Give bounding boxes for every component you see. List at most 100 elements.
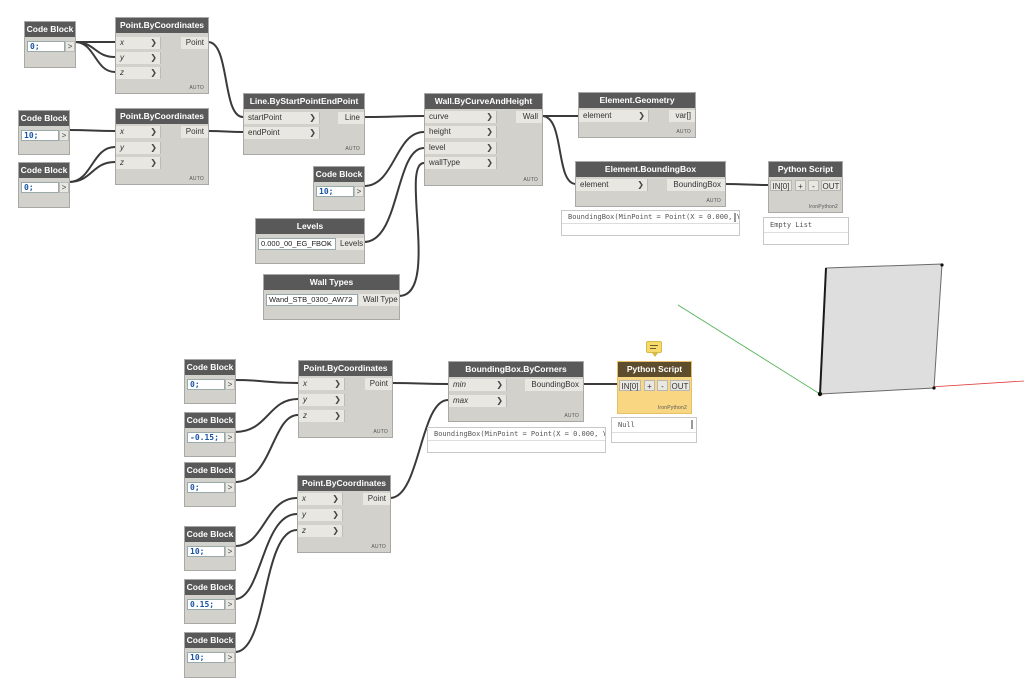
input-port-z[interactable]: z❯ — [299, 410, 345, 422]
code-block-node[interactable]: Code Block 10; > — [18, 110, 70, 155]
wall-types-node[interactable]: Wall Types Wand_STB_0300_AW72⌄ Wall Type — [263, 274, 400, 320]
input-port-walltype[interactable]: wallType❯ — [425, 157, 497, 169]
input-port-curve[interactable]: curve❯ — [425, 111, 497, 123]
code-input[interactable]: 0; — [187, 482, 225, 493]
input-port-x[interactable]: x❯ — [116, 37, 161, 49]
output-port-out[interactable]: OUT — [670, 380, 690, 391]
output-port[interactable]: > — [225, 652, 235, 663]
node-title: Python Script — [618, 362, 691, 377]
wire — [724, 183, 769, 186]
output-port[interactable]: > — [225, 482, 235, 493]
output-port-var[interactable]: var[] — [669, 110, 695, 122]
code-input[interactable]: 10; — [21, 130, 59, 141]
output-port-out[interactable]: OUT — [821, 180, 841, 191]
output-port-point[interactable]: Point — [363, 493, 390, 505]
output-port-point[interactable]: Point — [181, 126, 208, 138]
x-axis-line — [819, 380, 1024, 395]
code-input[interactable]: -0.15; — [187, 432, 225, 443]
code-input[interactable]: 0; — [187, 379, 225, 390]
wire — [363, 115, 425, 118]
output-port[interactable]: > — [225, 432, 235, 443]
input-port-in0[interactable]: IN[0] — [770, 180, 792, 191]
code-block-node[interactable]: Code Block 10; > — [313, 166, 365, 211]
input-port-z[interactable]: z❯ — [298, 525, 343, 537]
element-geometry-node[interactable]: Element.Geometry element❯ var[] AUTO — [578, 92, 696, 138]
output-port-line[interactable]: Line — [338, 112, 364, 124]
point-by-coordinates-node[interactable]: Point.ByCoordinates x❯ y❯ z❯ Point AUTO — [115, 108, 209, 185]
input-port-x[interactable]: x❯ — [116, 126, 161, 138]
input-port-z[interactable]: z❯ — [116, 67, 161, 79]
input-port-x[interactable]: x❯ — [298, 493, 343, 505]
code-block-node[interactable]: Code Block 0; > — [18, 162, 70, 208]
code-block-node[interactable]: Code Block -0.15; > — [184, 412, 236, 457]
lacing-label: AUTO — [373, 429, 388, 435]
python-script-node[interactable]: Python Script IN[0] + - OUT IronPython2 — [768, 161, 843, 213]
node-title: Python Script — [769, 162, 842, 177]
remove-input-button[interactable]: - — [808, 180, 819, 191]
code-input[interactable]: 10; — [316, 186, 354, 197]
output-port[interactable]: > — [59, 182, 69, 193]
warning-bubble-icon[interactable] — [646, 341, 662, 357]
input-port-x[interactable]: x❯ — [299, 378, 345, 390]
output-port-wall[interactable]: Wall — [516, 111, 542, 123]
code-block-node[interactable]: Code Block 10; > — [184, 632, 236, 678]
code-block-node[interactable]: Code Block 10; > — [184, 526, 236, 571]
output-port-wall-type[interactable]: Wall Type — [359, 294, 399, 306]
code-input[interactable]: 0.15; — [187, 599, 225, 610]
output-port[interactable]: > — [225, 599, 235, 610]
output-port-levels[interactable]: Levels — [336, 238, 364, 250]
input-port-y[interactable]: y❯ — [298, 509, 343, 521]
output-port-boundingbox[interactable]: BoundingBox — [525, 379, 583, 391]
input-port-height[interactable]: height❯ — [425, 126, 497, 138]
code-input[interactable]: 0; — [27, 41, 65, 52]
input-port-level[interactable]: level❯ — [425, 142, 497, 154]
code-block-node[interactable]: Code Block 0.15; > — [184, 579, 236, 624]
output-port[interactable]: > — [65, 41, 75, 52]
input-port-max[interactable]: max❯ — [449, 395, 507, 407]
input-port-startpoint[interactable]: startPoint❯ — [244, 112, 320, 124]
input-port-min[interactable]: min❯ — [449, 379, 507, 391]
element-bounding-box-node[interactable]: Element.BoundingBox element❯ BoundingBox… — [575, 161, 726, 207]
output-port[interactable]: > — [225, 379, 235, 390]
wall-by-curve-and-height-node[interactable]: Wall.ByCurveAndHeight curve❯ height❯ lev… — [424, 93, 543, 186]
code-input[interactable]: 10; — [187, 546, 225, 557]
point-by-coordinates-node[interactable]: Point.ByCoordinates x❯ y❯ z❯ Point AUTO — [298, 360, 393, 438]
point-by-coordinates-node[interactable]: Point.ByCoordinates x❯ y❯ z❯ Point AUTO — [115, 17, 209, 94]
lacing-label: AUTO — [706, 198, 721, 204]
input-port-endpoint[interactable]: endPoint❯ — [244, 127, 320, 139]
output-port[interactable]: > — [225, 546, 235, 557]
scrollbar[interactable] — [691, 420, 693, 429]
output-port-point[interactable]: Point — [365, 378, 392, 390]
code-input[interactable]: 10; — [187, 652, 225, 663]
scrollbar[interactable] — [734, 213, 736, 222]
remove-input-button[interactable]: - — [657, 380, 668, 391]
levels-dropdown[interactable]: 0.000_00_EG_FBOK⌄ — [258, 238, 336, 250]
bounding-box-by-corners-node[interactable]: BoundingBox.ByCorners min❯ max❯ Bounding… — [448, 361, 584, 422]
input-port-y[interactable]: y❯ — [116, 142, 161, 154]
output-port-boundingbox[interactable]: BoundingBox — [667, 179, 725, 191]
code-block-node[interactable]: Code Block 0; > — [24, 21, 76, 68]
point-by-coordinates-node[interactable]: Point.ByCoordinates x❯ y❯ z❯ Point AUTO — [297, 475, 391, 553]
code-block-node[interactable]: Code Block 0; > — [184, 359, 236, 404]
input-port-y[interactable]: y❯ — [299, 394, 345, 406]
python-script-node[interactable]: Python Script IN[0] + - OUT IronPython2 — [617, 361, 692, 414]
output-port-point[interactable]: Point — [181, 37, 208, 49]
levels-node[interactable]: Levels 0.000_00_EG_FBOK⌄ Levels — [255, 218, 365, 264]
output-port[interactable]: > — [59, 130, 69, 141]
add-input-button[interactable]: + — [795, 180, 806, 191]
input-port-element[interactable]: element❯ — [576, 179, 648, 191]
input-port-y[interactable]: y❯ — [116, 52, 161, 64]
code-input[interactable]: 0; — [21, 182, 59, 193]
code-block-node[interactable]: Code Block 0; > — [184, 462, 236, 507]
input-port-element[interactable]: element❯ — [579, 110, 649, 122]
output-port[interactable]: > — [354, 186, 364, 197]
add-input-button[interactable]: + — [644, 380, 655, 391]
node-preview-bubble: BoundingBox(MinPoint = Point(X = 0.000, … — [561, 210, 740, 236]
wire — [363, 131, 425, 187]
input-port-in0[interactable]: IN[0] — [619, 380, 641, 391]
wall-types-dropdown[interactable]: Wand_STB_0300_AW72⌄ — [266, 294, 358, 306]
node-title: Code Block — [314, 167, 364, 182]
line-by-start-point-end-point-node[interactable]: Line.ByStartPointEndPoint startPoint❯ en… — [243, 93, 365, 155]
input-port-z[interactable]: z❯ — [116, 157, 161, 169]
